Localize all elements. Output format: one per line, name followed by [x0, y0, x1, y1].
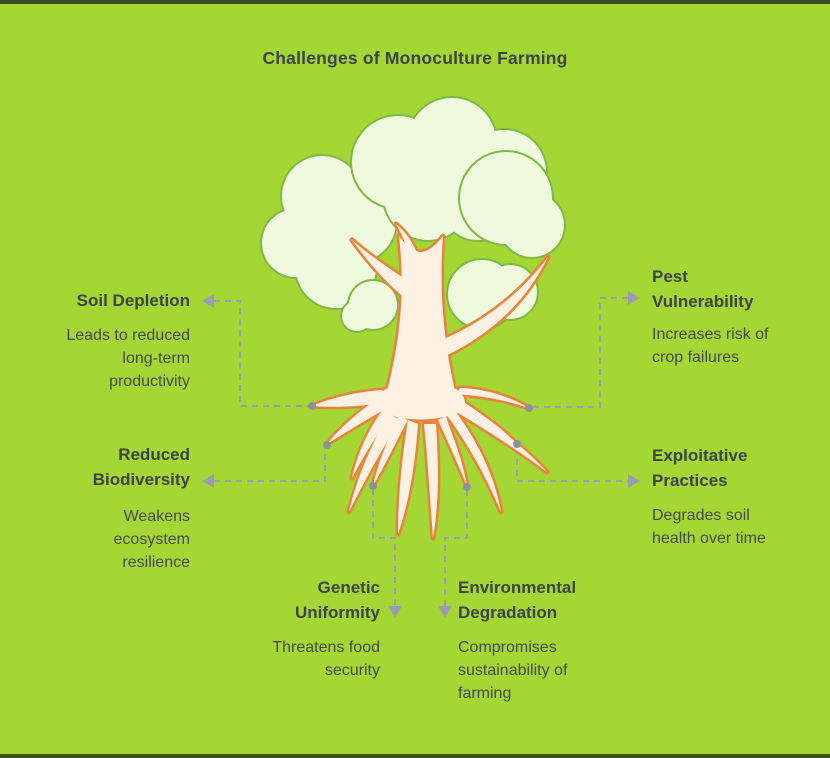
item-description: Degrades soil health over time [652, 507, 766, 547]
arrow-icon-soil [202, 294, 214, 308]
root-connector-dots [308, 402, 533, 491]
connector-genetic-uniformity [372, 489, 396, 606]
item-label: Pest Vulnerability [652, 267, 754, 311]
arrow-icon-pest [628, 291, 640, 305]
connector-exploitative-practices [516, 448, 628, 482]
connector-lines [214, 297, 628, 606]
item-description: Threatens food security [272, 639, 380, 679]
bottom-border-strip [0, 754, 830, 758]
root-dot-exploitative [513, 440, 521, 448]
arrow-icon-exploitative [628, 474, 640, 488]
arrow-icon-environmental [438, 606, 452, 618]
item-description: Weakens ecosystem resilience [113, 508, 190, 571]
item-description: Increases risk of crop failures [652, 326, 769, 366]
item-label: Reduced Biodiversity [92, 445, 190, 489]
page-title: Challenges of Monoculture Farming [262, 48, 568, 68]
item-description: Leads to reduced long-term productivity [66, 327, 190, 390]
arrow-icon-biodiversity [202, 474, 214, 488]
item-pest-vulnerability: Pest Vulnerability Increases risk of cro… [652, 264, 787, 369]
item-description: Compromises sustainability of farming [458, 639, 568, 702]
arrow-icon-genetic [388, 606, 402, 618]
connector-environmental-degradation [444, 490, 468, 606]
connector-reduced-biodiversity [214, 448, 326, 482]
item-environmental-degradation: Environmental Degradation Compromises su… [458, 575, 598, 705]
item-genetic-uniformity: Genetic Uniformity Threatens food securi… [260, 575, 380, 682]
top-border-strip [0, 0, 830, 4]
connector-pest-vulnerability [533, 297, 628, 408]
root-dot-genetic [369, 482, 377, 490]
root-dot-biodiversity [323, 441, 331, 449]
connector-soil-depletion [214, 300, 310, 407]
item-label: Exploitative Practices [652, 446, 748, 490]
item-label: Genetic Uniformity [295, 578, 380, 622]
item-label: Soil Depletion [76, 291, 190, 310]
root-dot-soil [308, 402, 316, 410]
connector-arrowheads [202, 291, 640, 618]
item-reduced-biodiversity: Reduced Biodiversity Weakens ecosystem r… [30, 442, 190, 574]
item-label: Environmental Degradation [458, 578, 577, 622]
root-dot-environmental [463, 483, 471, 491]
root-dot-pest [525, 404, 533, 412]
item-exploitative-practices: Exploitative Practices Degrades soil hea… [652, 443, 787, 550]
item-soil-depletion: Soil Depletion Leads to reduced long-ter… [30, 288, 190, 393]
